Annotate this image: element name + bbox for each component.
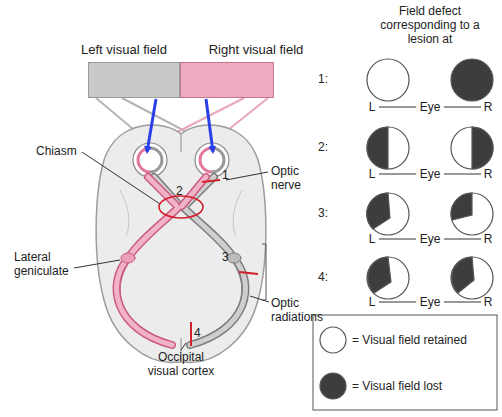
rule xyxy=(444,239,481,240)
field-heading: Left visual field xyxy=(69,43,179,57)
lateral-geniculate-body xyxy=(121,253,135,263)
lesion-mark xyxy=(239,272,258,274)
legend-box xyxy=(313,315,497,410)
retina-half xyxy=(150,148,162,172)
lesion-number: 1: xyxy=(318,72,342,86)
legend-sample xyxy=(320,327,346,353)
field-loss xyxy=(452,257,474,293)
lateral-geniculate-body xyxy=(227,253,241,263)
part-name: Chiasm xyxy=(36,144,92,158)
callout-number: 1 xyxy=(222,168,234,182)
leader-line xyxy=(250,296,269,302)
visual-field-box: Left visual field xyxy=(88,62,180,98)
leader-line xyxy=(226,172,268,180)
eye-label: Eye xyxy=(410,100,450,114)
lesion-number: 3: xyxy=(318,206,342,220)
part-name: Optic radiations xyxy=(271,296,335,324)
field-loss xyxy=(451,193,472,220)
field-loss xyxy=(368,257,391,293)
brain-outline xyxy=(96,125,266,362)
eye-label: R xyxy=(478,295,498,309)
retina-half xyxy=(200,148,212,172)
callout-number: 2 xyxy=(176,184,188,198)
midline-fissure xyxy=(180,134,181,362)
field-circle xyxy=(367,59,409,101)
field-circle xyxy=(451,257,493,299)
field-circle xyxy=(451,59,493,101)
pink-pathway xyxy=(117,177,206,345)
field-loss xyxy=(367,193,390,229)
field-circle xyxy=(451,193,493,235)
rule xyxy=(444,174,481,175)
rule xyxy=(379,107,416,108)
leader-line xyxy=(181,343,186,350)
eye-label: Eye xyxy=(410,295,450,309)
eye-label: R xyxy=(478,232,498,246)
rule xyxy=(444,302,481,303)
part-name: Lateral geniculate xyxy=(14,250,76,278)
eye xyxy=(133,143,167,177)
field-circle xyxy=(367,127,409,169)
eye-label: R xyxy=(478,100,498,114)
panel-heading: Field defect corresponding to a lesion a… xyxy=(380,4,480,46)
part-name: Optic nerve xyxy=(271,164,321,192)
radiation-fibre xyxy=(120,264,166,340)
eye-label: Eye xyxy=(410,167,450,181)
pink-tract-outline xyxy=(117,177,206,345)
lesion-mark xyxy=(190,322,192,346)
field-loss xyxy=(367,127,388,169)
field-circle xyxy=(367,257,409,299)
lesion-number: 4: xyxy=(318,270,342,284)
field-circle xyxy=(367,193,409,235)
lesion-chiasm xyxy=(159,196,203,218)
legend-entry: = Visual field retained xyxy=(352,333,494,347)
leader-line xyxy=(82,152,160,204)
eye-label: R xyxy=(478,167,498,181)
legend-text: = Visual field retained xyxy=(352,333,467,347)
legend-sample xyxy=(320,373,346,399)
field-heading: Right visual field xyxy=(191,43,321,57)
eye-rules xyxy=(379,107,481,302)
legend-entry: = Visual field lost xyxy=(352,379,494,393)
radiation-fibre xyxy=(196,264,242,340)
lesion-mark xyxy=(202,180,220,182)
callout-number: 4 xyxy=(194,326,206,340)
rule xyxy=(379,174,416,175)
field-loss xyxy=(472,127,493,169)
eye-label: L xyxy=(362,232,382,246)
leader-lines xyxy=(74,152,269,350)
pink-tract xyxy=(117,177,206,345)
callout-number: 3 xyxy=(222,250,234,264)
field-circle xyxy=(451,127,493,169)
part-name: Occipital visual cortex xyxy=(141,350,221,378)
eye-label: L xyxy=(362,295,382,309)
blue-arrow xyxy=(206,99,213,152)
legend-text: = Visual field lost xyxy=(352,379,442,393)
eye-label: Eye xyxy=(410,232,450,246)
leader-line xyxy=(74,260,120,268)
rule xyxy=(379,239,416,240)
eye-label: L xyxy=(362,167,382,181)
bracket xyxy=(262,244,266,300)
visual-field-box: Right visual field xyxy=(180,62,274,98)
field-defects xyxy=(367,59,493,299)
lesion-number: 2: xyxy=(318,140,342,154)
rule xyxy=(444,107,481,108)
rule xyxy=(379,302,416,303)
eye-label: L xyxy=(362,100,382,114)
blue-arrow xyxy=(147,99,156,152)
